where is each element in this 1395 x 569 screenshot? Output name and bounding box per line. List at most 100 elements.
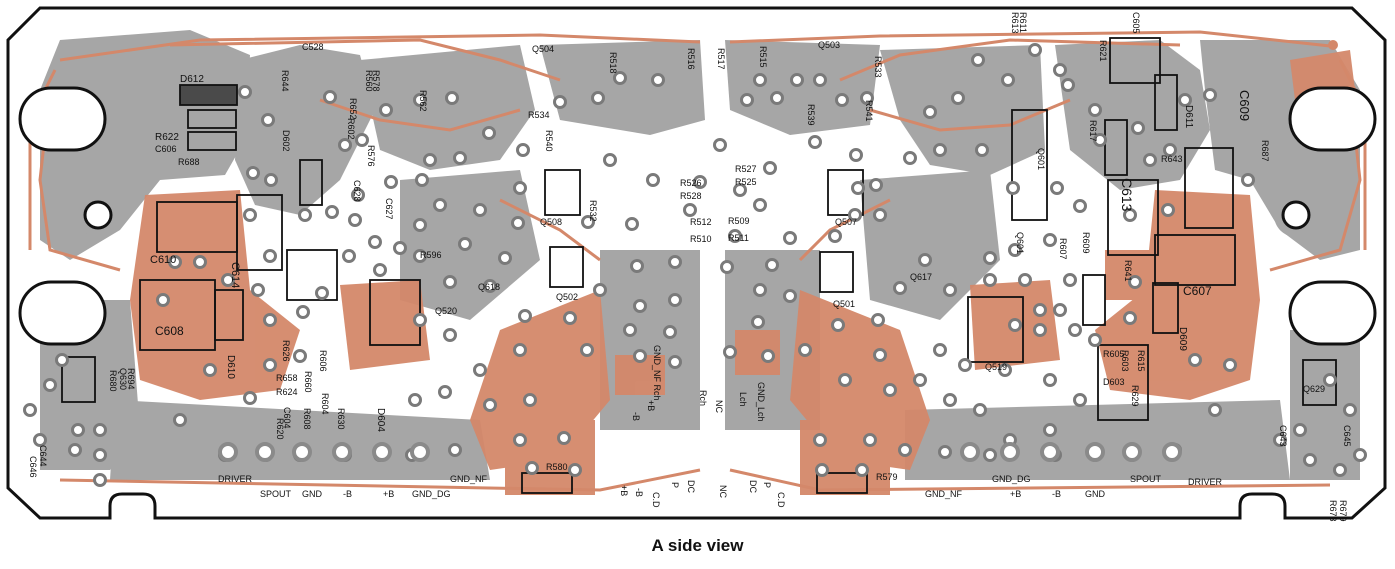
pad bbox=[473, 203, 487, 217]
pad bbox=[518, 309, 532, 323]
pad bbox=[871, 313, 885, 327]
connector-pad bbox=[1085, 442, 1105, 462]
pad bbox=[1008, 243, 1022, 257]
label-r518: R518 bbox=[608, 52, 618, 74]
label-c614: C614 bbox=[229, 262, 241, 288]
connector-pad bbox=[1162, 442, 1182, 462]
label-c628: C628 bbox=[352, 180, 362, 202]
pad bbox=[55, 353, 69, 367]
pad bbox=[733, 183, 747, 197]
pad bbox=[513, 181, 527, 195]
edge-label-gnd-dg-l: GND_DG bbox=[412, 489, 451, 499]
pad bbox=[1028, 43, 1042, 57]
slot-hole-left-top bbox=[18, 86, 107, 152]
pad bbox=[413, 218, 427, 232]
pad bbox=[1123, 208, 1137, 222]
pad bbox=[765, 258, 779, 272]
edge-label-minus-b-l: -B bbox=[343, 489, 352, 499]
slot-hole-right-top bbox=[1288, 86, 1377, 152]
connector-label-p-l: P bbox=[670, 482, 680, 488]
pad bbox=[1001, 73, 1015, 87]
pad bbox=[1293, 423, 1307, 437]
pad bbox=[293, 349, 307, 363]
label-r517: R517 bbox=[716, 48, 726, 70]
pad bbox=[903, 151, 917, 165]
connector-label-mB2: -B bbox=[634, 488, 644, 497]
label-q617: Q617 bbox=[910, 272, 932, 282]
pad bbox=[943, 393, 957, 407]
pad bbox=[728, 229, 742, 243]
pad bbox=[848, 208, 862, 222]
pad bbox=[557, 431, 571, 445]
pad bbox=[23, 403, 37, 417]
pad bbox=[1273, 433, 1287, 447]
edge-label-plus-b-l: +B bbox=[383, 489, 394, 499]
label-c607: C607 bbox=[1183, 284, 1212, 298]
pad bbox=[1073, 393, 1087, 407]
label-c606: C606 bbox=[155, 144, 177, 154]
label-q508: Q508 bbox=[540, 217, 562, 227]
pad bbox=[770, 91, 784, 105]
label-r605: R605 bbox=[1103, 349, 1125, 359]
pad bbox=[783, 231, 797, 245]
figure-caption: A side view bbox=[651, 536, 744, 555]
edge-label-minus-b-r: -B bbox=[1052, 489, 1061, 499]
pad bbox=[591, 91, 605, 105]
pad bbox=[473, 363, 487, 377]
pad bbox=[193, 255, 207, 269]
pad bbox=[790, 73, 804, 87]
pad bbox=[580, 343, 594, 357]
connector-pad bbox=[372, 442, 392, 462]
pad bbox=[1043, 423, 1057, 437]
label-r562: R562 bbox=[418, 90, 428, 112]
pad bbox=[1143, 153, 1157, 167]
pad bbox=[869, 178, 883, 192]
pad bbox=[438, 385, 452, 399]
label-d602: D602 bbox=[281, 130, 291, 152]
label-q507: Q507 bbox=[835, 217, 857, 227]
label-r622: R622 bbox=[155, 132, 179, 143]
pad bbox=[1073, 199, 1087, 213]
label-r609: R609 bbox=[1081, 232, 1091, 254]
pad bbox=[1063, 273, 1077, 287]
pad bbox=[761, 349, 775, 363]
pad bbox=[348, 213, 362, 227]
label-r539: R539 bbox=[806, 104, 816, 126]
pad bbox=[315, 286, 329, 300]
pad bbox=[368, 235, 382, 249]
connector-label-cd-l: C.D bbox=[651, 492, 661, 508]
pad bbox=[443, 328, 457, 342]
pad bbox=[998, 363, 1012, 377]
label-r615: R615 bbox=[1136, 350, 1146, 372]
pad bbox=[393, 241, 407, 255]
pad bbox=[933, 343, 947, 357]
label-r509: R509 bbox=[728, 216, 750, 226]
connector-label-gnd-nf-lch: GND_Lch bbox=[756, 382, 766, 422]
pads bbox=[23, 43, 1367, 487]
pad bbox=[863, 433, 877, 447]
pad bbox=[261, 113, 275, 127]
label-q519: Q519 bbox=[985, 362, 1007, 372]
label-q629: Q629 bbox=[1303, 384, 1325, 394]
label-c613: C613 bbox=[1119, 178, 1135, 212]
label-r621: R621 bbox=[1098, 40, 1108, 62]
label-r694: R694 bbox=[126, 368, 136, 390]
pad bbox=[93, 423, 107, 437]
pad bbox=[93, 473, 107, 487]
label-r604: R604 bbox=[320, 393, 330, 415]
pad bbox=[1088, 103, 1102, 117]
pad bbox=[623, 323, 637, 337]
label-r602: R602 bbox=[346, 118, 356, 140]
pad bbox=[513, 343, 527, 357]
connector-label-pB: +B bbox=[646, 400, 656, 411]
pad bbox=[413, 249, 427, 263]
pad bbox=[855, 463, 869, 477]
pad bbox=[663, 325, 677, 339]
pad bbox=[938, 445, 952, 459]
edge-label-driver-l: DRIVER bbox=[218, 474, 253, 484]
label-q601b: Q601 bbox=[1015, 232, 1025, 254]
label-d610: D610 bbox=[225, 355, 236, 379]
label-c528: C528 bbox=[302, 42, 324, 52]
connector-pad bbox=[332, 442, 352, 462]
pad bbox=[1223, 358, 1237, 372]
